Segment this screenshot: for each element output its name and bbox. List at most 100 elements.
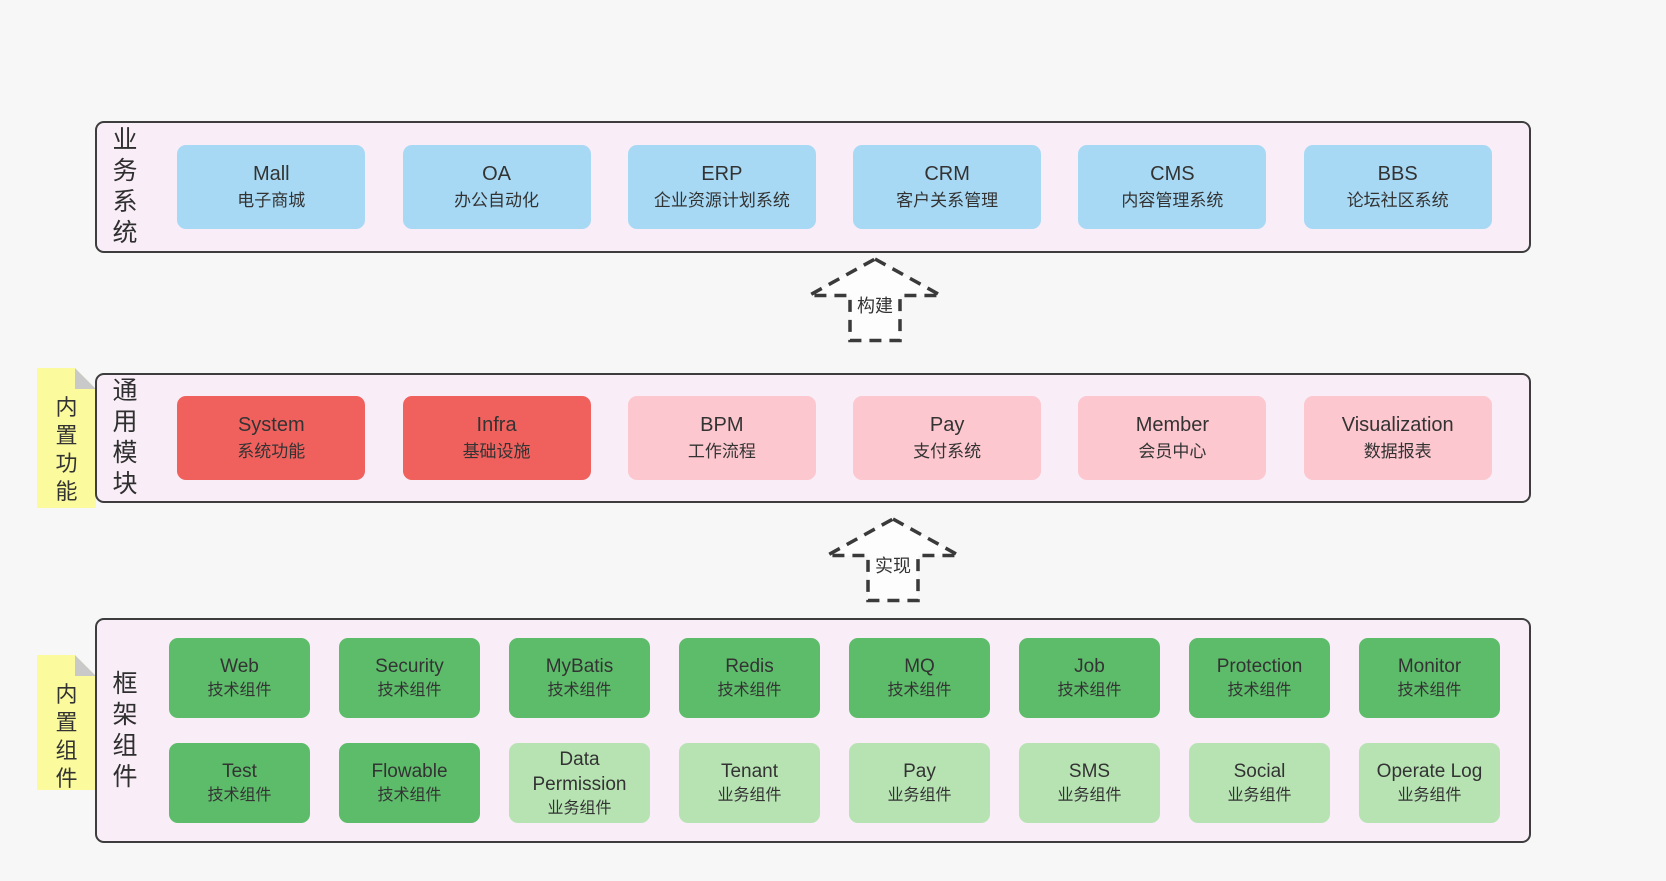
box-desc: 会员中心: [1138, 442, 1207, 461]
box-desc: 论坛社区系统: [1346, 191, 1449, 210]
box-desc: 技术组件: [377, 787, 442, 804]
box-pay-module: Pay 支付系统: [853, 396, 1042, 480]
box-name: System: [237, 414, 305, 436]
band-row: Test 技术组件 Flowable 技术组件 Data Permission …: [140, 743, 1529, 823]
box-mq: MQ 技术组件: [849, 638, 990, 718]
box-erp: ERP 企业资源计划系统: [627, 145, 816, 229]
box-social: Social 业务组件: [1189, 743, 1330, 823]
box-desc: 系统功能: [237, 442, 306, 461]
box-monitor: Monitor 技术组件: [1359, 638, 1500, 718]
box-name: Flowable: [371, 761, 448, 782]
box-desc: 技术组件: [1057, 682, 1122, 699]
box-desc: 企业资源计划系统: [653, 191, 790, 210]
box-desc: 工作流程: [687, 442, 756, 461]
box-oa: OA 办公自动化: [402, 145, 591, 229]
box-name: Test: [222, 761, 257, 782]
box-infra: Infra 基础设施: [402, 396, 591, 480]
box-mall: Mall 电子商城: [177, 145, 366, 229]
box-name: BPM: [700, 414, 744, 436]
box-name: SMS: [1068, 761, 1111, 782]
sticky-note-label: 内置组件: [55, 682, 78, 791]
box-desc: 基础设施: [462, 442, 531, 461]
box-desc: 技术组件: [717, 682, 782, 699]
box-security: Security 技术组件: [339, 638, 480, 718]
box-tenant: Tenant 业务组件: [679, 743, 820, 823]
box-name: Social: [1233, 761, 1286, 782]
band-business-systems: 业务系统 Mall 电子商城 OA 办公自动化 ERP 企业资源计划系统 CRM…: [95, 121, 1531, 253]
box-cms: CMS 内容管理系统: [1078, 145, 1267, 229]
box-name: Pay: [929, 414, 965, 436]
note-fold-corner: [75, 655, 96, 676]
box-name: Operate Log: [1376, 761, 1483, 782]
box-desc: 业务组件: [887, 787, 952, 804]
box-name: BBS: [1377, 163, 1418, 185]
box-desc: 技术组件: [547, 682, 612, 699]
band-label: 通用模块: [112, 377, 138, 498]
box-name: Job: [1074, 656, 1105, 677]
box-desc: 技术组件: [207, 787, 272, 804]
box-crm: CRM 客户关系管理: [853, 145, 1042, 229]
band-label: 框架组件: [112, 669, 138, 791]
band-common-modules: 通用模块 System 系统功能 Infra 基础设施 BPM 工作流程 Pay…: [95, 373, 1531, 503]
box-desc: 客户关系管理: [896, 191, 999, 210]
box-name: Pay: [903, 761, 936, 782]
box-name: CMS: [1150, 163, 1195, 185]
box-desc: 业务组件: [547, 799, 612, 817]
box-name: Visualization: [1341, 414, 1454, 436]
box-desc: 电子商城: [237, 191, 306, 210]
box-name: MyBatis: [545, 656, 614, 677]
box-name: Web: [220, 656, 259, 677]
arrow-label: 构建: [853, 295, 897, 317]
box-desc: 办公自动化: [454, 191, 540, 210]
box-name: Protection: [1216, 656, 1303, 677]
box-name: Mall: [252, 163, 290, 185]
band-rows: Web 技术组件 Security 技术组件 MyBatis 技术组件 Redi…: [140, 638, 1529, 823]
box-name: Tenant: [720, 761, 779, 782]
box-name: MQ: [904, 656, 935, 677]
band-row: System 系统功能 Infra 基础设施 BPM 工作流程 Pay 支付系统…: [140, 396, 1529, 480]
box-pay-component: Pay 业务组件: [849, 743, 990, 823]
up-arrow-build-icon: 构建: [805, 256, 945, 344]
box-desc: 技术组件: [887, 682, 952, 699]
box-member: Member 会员中心: [1078, 396, 1267, 480]
box-desc: 技术组件: [1397, 682, 1462, 699]
box-data-permission: Data Permission 业务组件: [509, 743, 650, 823]
box-flowable: Flowable 技术组件: [339, 743, 480, 823]
box-desc: 业务组件: [1057, 787, 1122, 804]
box-name: Member: [1135, 414, 1210, 436]
box-bpm: BPM 工作流程: [627, 396, 816, 480]
box-visualization: Visualization 数据报表: [1303, 396, 1492, 480]
arrow-label: 实现: [871, 555, 915, 577]
box-name: Monitor: [1397, 656, 1462, 677]
box-system: System 系统功能: [177, 396, 366, 480]
band-row: Mall 电子商城 OA 办公自动化 ERP 企业资源计划系统 CRM 客户关系…: [140, 145, 1529, 229]
box-test: Test 技术组件: [169, 743, 310, 823]
box-desc: 业务组件: [1227, 787, 1292, 804]
box-name: ERP: [701, 163, 743, 185]
up-arrow-implement-icon: 实现: [823, 516, 963, 604]
box-name: Security: [375, 656, 444, 677]
band-framework-components: 框架组件 Web 技术组件 Security 技术组件 MyBatis 技术组件…: [95, 618, 1531, 843]
note-fold-corner: [75, 368, 96, 389]
box-name: CRM: [924, 163, 970, 185]
box-job: Job 技术组件: [1019, 638, 1160, 718]
sticky-note-builtin-features: 内置功能: [37, 368, 96, 508]
box-name: OA: [482, 163, 512, 185]
box-bbs: BBS 论坛社区系统: [1303, 145, 1492, 229]
box-desc: 业务组件: [717, 787, 782, 804]
box-name: Infra: [476, 414, 517, 436]
box-name: Data Permission: [532, 748, 627, 795]
box-operate-log: Operate Log 业务组件: [1359, 743, 1500, 823]
box-desc: 内容管理系统: [1121, 191, 1224, 210]
box-desc: 支付系统: [913, 442, 982, 461]
box-desc: 数据报表: [1363, 442, 1432, 461]
box-sms: SMS 业务组件: [1019, 743, 1160, 823]
box-mybatis: MyBatis 技术组件: [509, 638, 650, 718]
sticky-note-label: 内置功能: [55, 395, 78, 504]
box-web: Web 技术组件: [169, 638, 310, 718]
box-desc: 技术组件: [377, 682, 442, 699]
box-desc: 业务组件: [1397, 787, 1462, 804]
sticky-note-builtin-components: 内置组件: [37, 655, 96, 790]
box-protection: Protection 技术组件: [1189, 638, 1330, 718]
